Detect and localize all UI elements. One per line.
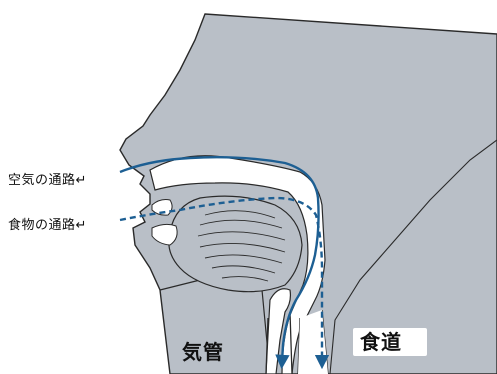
air-path-label: 空気の通路↵: [8, 174, 87, 187]
food-path-label: 食物の通路↵: [8, 219, 87, 232]
trachea-label: 気管: [182, 342, 224, 362]
esophagus-label: 食道: [360, 332, 402, 352]
